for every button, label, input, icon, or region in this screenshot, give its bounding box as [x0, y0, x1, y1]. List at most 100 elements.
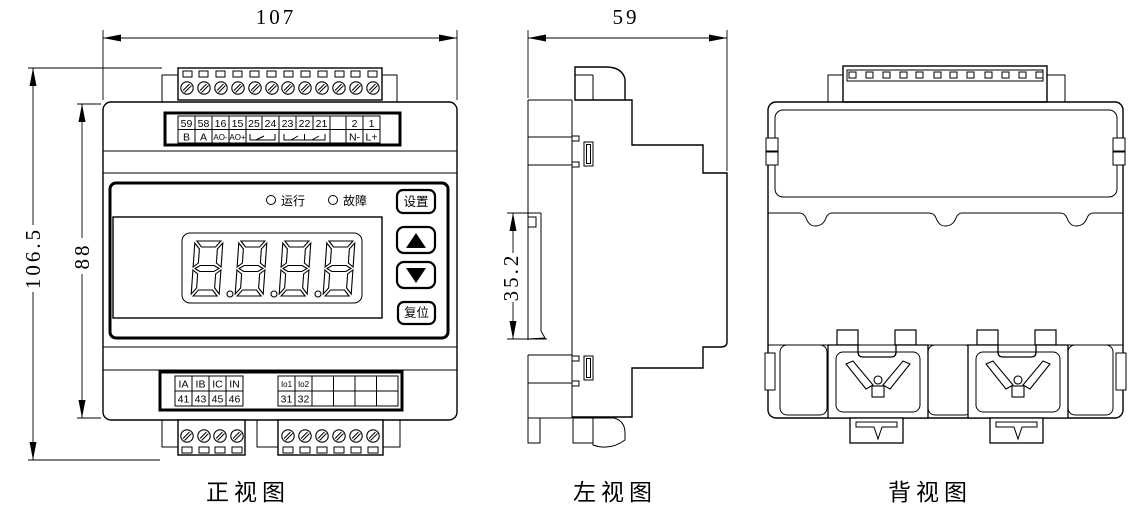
terminal-slot — [848, 71, 857, 79]
dim-width-value: 107 — [256, 5, 297, 29]
up-button — [395, 225, 437, 255]
terminal-slot — [232, 70, 243, 78]
dimension-height-outer: 106.5 — [21, 67, 162, 461]
terminal-slot — [182, 70, 193, 78]
screw-icon — [366, 429, 380, 443]
side-slot — [583, 141, 594, 167]
panel-bezel — [108, 181, 450, 340]
display-window — [112, 216, 383, 319]
din-clip-icon — [827, 329, 929, 444]
seven-segment-display — [181, 232, 363, 304]
dim-width-lines — [102, 30, 458, 100]
decimal-point — [226, 290, 234, 298]
bottom-terminal-blocks — [161, 419, 401, 456]
current-table-grid — [175, 376, 243, 406]
terminal-slot — [915, 71, 924, 79]
up-arrow-icon — [406, 233, 426, 248]
screw-icon — [248, 81, 262, 95]
terminal-slot — [865, 71, 874, 79]
terminal-number: 25 — [248, 118, 260, 130]
changeover-contact-symbol — [283, 134, 326, 141]
terminal-slot — [350, 70, 361, 78]
arrow-down-icon — [78, 400, 86, 418]
din-clip-icon — [967, 329, 1069, 444]
side-notch — [765, 151, 779, 166]
terminal-slot — [299, 446, 311, 454]
decimal-point — [314, 290, 322, 298]
terminal-slot — [882, 71, 891, 79]
top-terminal-label-strip: 59 58 16 15 25 24 23 22 21 2 1 B A AO- A… — [163, 111, 402, 147]
rail-clip-detail — [527, 216, 537, 228]
top-terminal-housing — [177, 67, 383, 101]
screw-icon — [315, 429, 329, 443]
digit-8 — [322, 240, 356, 297]
strip-tab — [571, 355, 580, 362]
screw-icon — [230, 429, 244, 443]
strip-tab — [571, 380, 580, 387]
terminal-slot — [198, 446, 210, 454]
terminal-number: 1 — [369, 118, 375, 130]
terminal-number: 2 — [352, 118, 358, 130]
dim-rail-value: 35.2 — [499, 253, 523, 302]
dim-height-body-lines — [77, 103, 101, 419]
dim-height-outer-lines — [28, 67, 162, 461]
terminal-slot — [333, 446, 345, 454]
terminal-slot — [214, 446, 226, 454]
fault-led-label: 故障 — [343, 193, 367, 208]
notched-divider-line — [768, 212, 1123, 227]
dimension-depth: 59 — [527, 5, 728, 171]
screw-icon — [213, 429, 227, 443]
side-slot-inner — [586, 358, 591, 378]
side-slot — [583, 355, 594, 381]
screw-icon — [180, 429, 194, 443]
bottom-foot — [527, 417, 541, 444]
screw-icon — [197, 429, 211, 443]
terminal-number: 24 — [265, 118, 277, 130]
terminal-slot — [367, 70, 378, 78]
terminal-slot — [231, 446, 243, 454]
label-strip-border — [163, 111, 402, 147]
terminal-label: B — [183, 132, 190, 144]
terminal-number: 58 — [198, 118, 210, 130]
reset-button-label: 复位 — [404, 305, 429, 320]
decimal-point — [270, 290, 278, 298]
back-terminal-housing — [842, 65, 1048, 103]
terminal-slot — [181, 446, 193, 454]
front-view-label: 正视图 — [206, 479, 290, 505]
dim-depth-value: 59 — [613, 5, 640, 29]
back-top-terminal — [827, 65, 1066, 103]
dimension-rail: 35.2 — [499, 212, 547, 340]
terminal-slot — [949, 71, 958, 79]
terminal-slot — [282, 446, 294, 454]
screw-icon — [298, 81, 312, 95]
arrow-down-icon — [509, 321, 517, 339]
dimension-width: 107 — [102, 5, 458, 100]
terminal-slot — [350, 446, 362, 454]
screw-icon — [332, 429, 346, 443]
bottom-bracket-lines — [161, 420, 401, 448]
screw-icon — [214, 81, 228, 95]
set-button-label: 设置 — [403, 194, 428, 209]
terminal-number: 46 — [229, 394, 241, 406]
back-view: 背视图 — [764, 65, 1127, 505]
fault-led-icon — [328, 195, 338, 205]
terminal-label: A — [200, 132, 207, 144]
dim-rail-lines — [507, 212, 547, 340]
back-bracket-lines — [827, 74, 1066, 102]
terminal-slot — [300, 70, 311, 78]
spare-table-grid — [312, 376, 398, 406]
terminal-number: 59 — [181, 118, 193, 130]
terminal-label: N- — [349, 132, 361, 144]
side-notch — [1112, 151, 1126, 166]
back-upper-recess — [774, 109, 1118, 198]
top-bracket-lines — [161, 74, 398, 102]
terminal-label: IA — [179, 379, 189, 391]
top-terminal-block — [161, 67, 398, 102]
screw-icon — [281, 429, 295, 443]
arrow-up-icon — [29, 68, 37, 86]
side-slot-inner — [586, 144, 591, 164]
terminal-label: L+ — [366, 132, 378, 144]
digit-8 — [234, 240, 268, 297]
left-profile — [527, 66, 728, 448]
screw-icon — [180, 81, 194, 95]
